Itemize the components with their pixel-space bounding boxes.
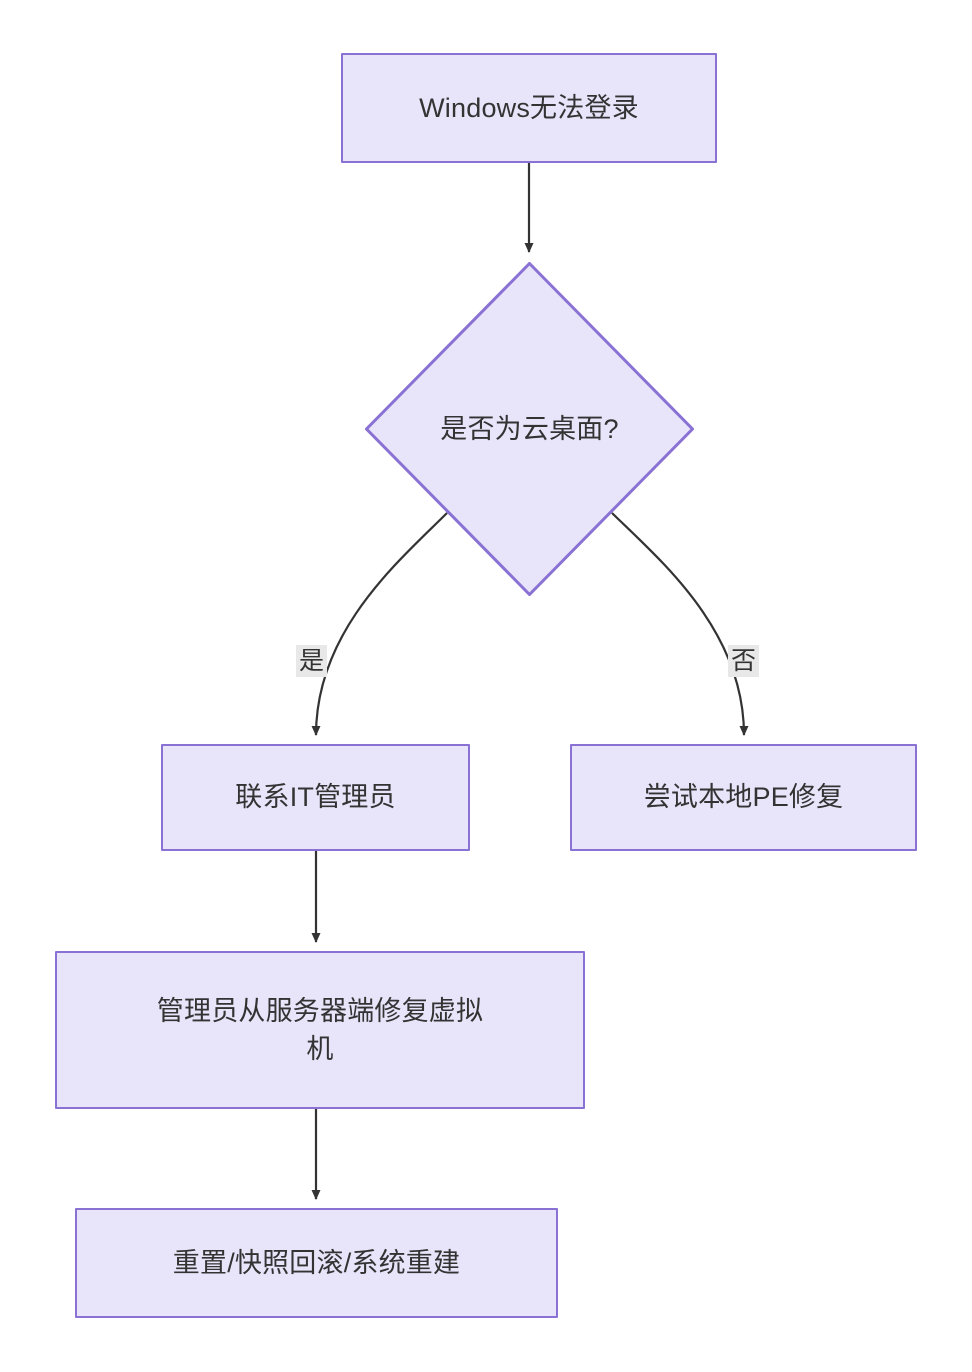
node-server-side-vm-repair[interactable]: 管理员从服务器端修复虚拟 机 (55, 951, 585, 1109)
node-local-pe-repair[interactable]: 尝试本地PE修复 (570, 744, 917, 851)
node-reset-snapshot-rebuild-label: 重置/快照回滚/系统重建 (172, 1247, 461, 1278)
node-server-side-vm-repair-label: 管理员从服务器端修复虚拟 机 (156, 995, 484, 1064)
edge-label-no: 否 (728, 645, 760, 677)
node-reset-snapshot-rebuild[interactable]: 重置/快照回滚/系统重建 (75, 1208, 558, 1318)
edge-label-yes: 是 (296, 645, 328, 677)
node-start-label: Windows无法登录 (419, 92, 639, 123)
node-decision-label: 是否为云桌面? (440, 413, 619, 444)
node-contact-it-admin-label: 联系IT管理员 (235, 782, 396, 813)
node-local-pe-repair-label: 尝试本地PE修复 (643, 782, 844, 813)
edge-label-yes-text: 是 (299, 647, 325, 675)
node-decision-cloud-desktop[interactable]: 是否为云桌面? (365, 262, 694, 596)
node-contact-it-admin[interactable]: 联系IT管理员 (161, 744, 470, 851)
edge-label-no-text: 否 (731, 647, 757, 675)
node-start[interactable]: Windows无法登录 (341, 53, 717, 163)
diamond-shape (365, 262, 694, 596)
